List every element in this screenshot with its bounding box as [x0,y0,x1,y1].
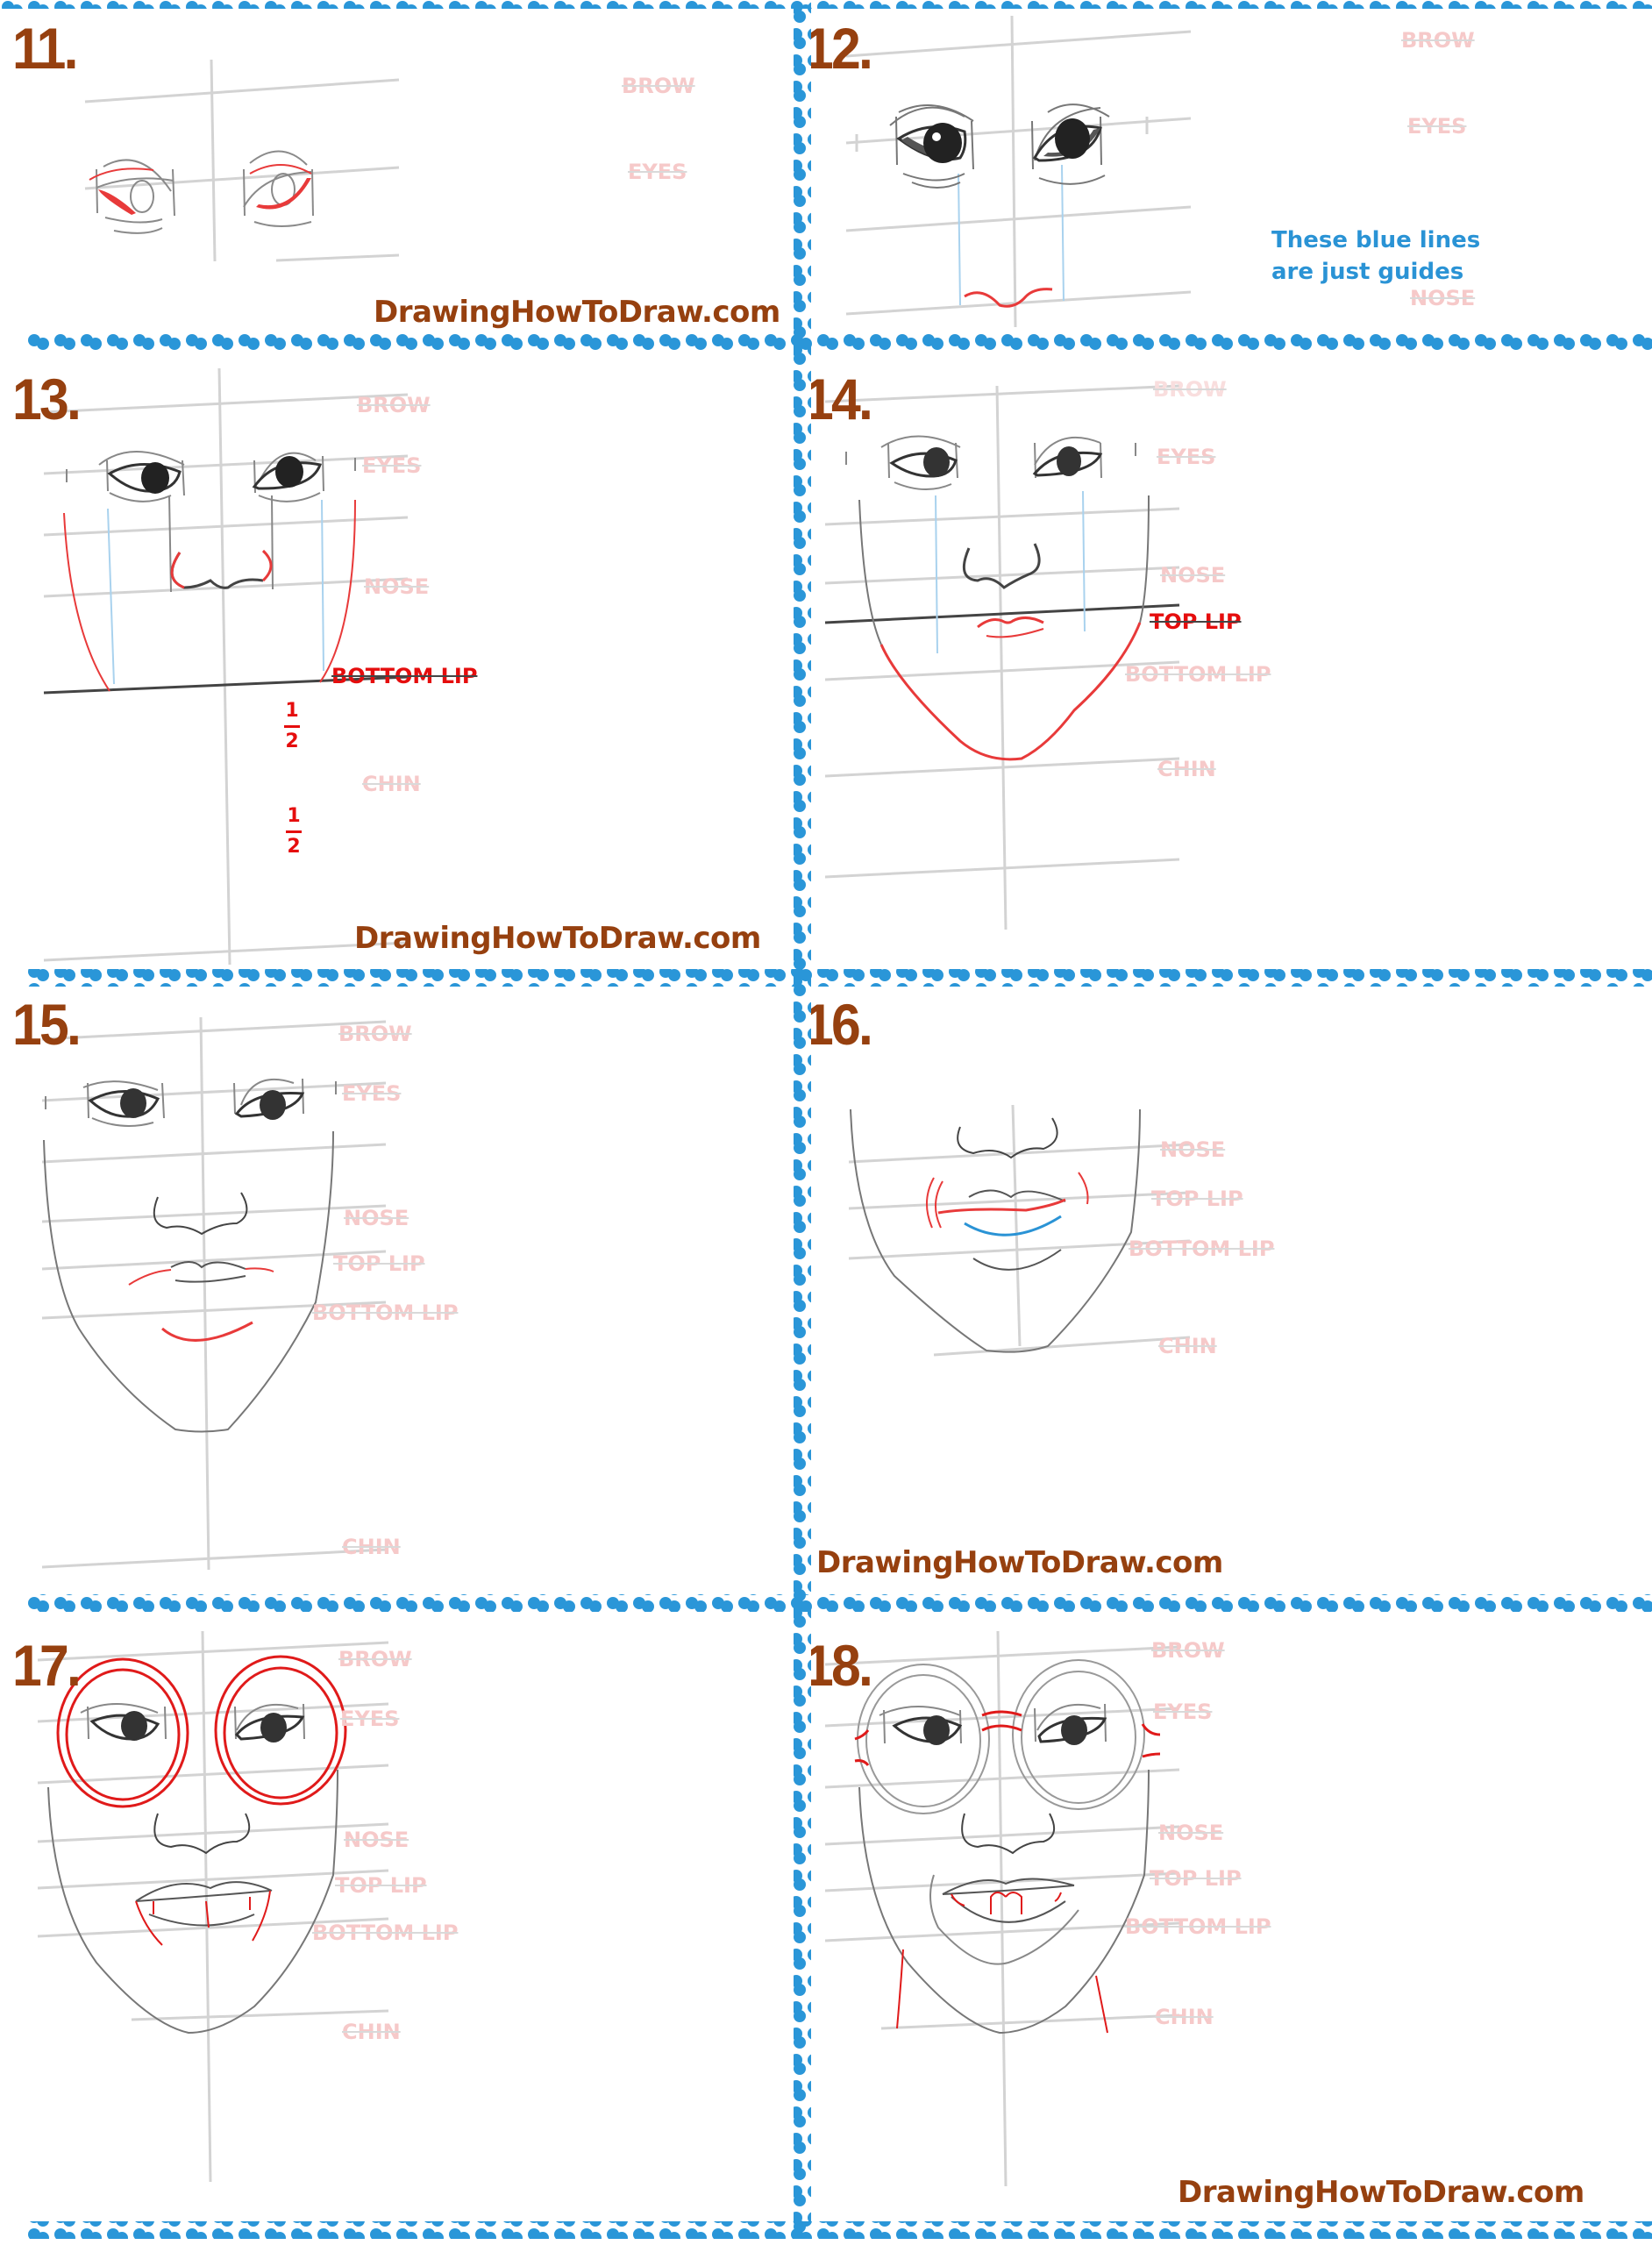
blue-lines-note-line1: These blue lines [1271,227,1481,253]
guide-label-chin: CHIN [1157,757,1216,781]
guide-label-nose: NOSE [1160,563,1226,588]
panel-step-16: 16. NOSE TOP LIP BOTTOM LIP CHIN Drawing… [811,987,1652,1594]
border-row2 [26,969,1652,987]
guide-label-eyes: EYES [628,160,687,184]
fraction-denominator: 2 [287,836,301,858]
step-number: 16. [811,992,873,1057]
blue-lines-note: These blue lines are just guides [1271,224,1480,288]
step-12-drawing [845,15,1192,328]
guide-label-eyes: EYES [1153,1700,1213,1724]
panel-step-12: 12. BROW EYES NOSE These blue lines are … [811,7,1652,333]
fraction-bar [284,725,300,728]
guide-label-eyes: EYES [342,1081,402,1106]
guide-label-chin: CHIN [1155,2005,1214,2029]
step-13-drawing [43,367,409,966]
panel-step-15: 15. BROW EYES NOSE TOP LIP BOTTOM LIP CH… [0,987,794,1594]
border-row1 [26,333,1652,351]
step-16-drawing [848,1104,1191,1357]
guide-label-eyes: EYES [1407,114,1467,139]
guide-label-top-lip: TOP LIP [335,1873,427,1898]
guide-label-nose: NOSE [364,574,430,599]
step-15-drawing [41,1016,387,1571]
watermark: DrawingHowToDraw.com [354,921,761,956]
panel-step-18: 18. BROW EYES NOSE TOP LIP BOTTOM LIP CH… [811,1612,1652,2221]
guide-label-bottom-lip: BOTTOM LIP [312,1921,459,1945]
guide-label-eyes: EYES [1157,445,1216,469]
watermark: DrawingHowToDraw.com [1178,2175,1584,2210]
blue-lines-note-line2: are just guides [1271,259,1464,285]
guide-label-brow: BROW [338,1647,412,1671]
watermark: DrawingHowToDraw.com [816,1545,1223,1580]
guide-label-chin: CHIN [362,772,421,796]
guide-label-top-lip: TOP LIP [1150,1866,1242,1891]
guide-label-nose: NOSE [1410,286,1476,310]
highlight-label-bottom-lip: BOTTOM LIP [331,664,478,688]
step-number: 15. [12,992,82,1057]
step-number: 14. [811,367,873,431]
panel-step-13: 13. BROW EYES NOSE CHIN BOTTOM LIP 1 2 1… [0,351,794,969]
border-bottom [26,2221,1652,2239]
step-number: 13. [12,367,82,431]
step-number: 11. [12,16,79,81]
fraction-numerator: 1 [285,700,299,722]
border-center-vertical [794,0,811,2239]
guide-label-chin: CHIN [1158,1334,1217,1358]
step-18-drawing [824,1630,1180,2187]
fraction-lower-half: 1 2 [281,807,307,857]
guide-label-brow: BROW [1153,377,1227,402]
guide-label-brow: BROW [622,74,695,98]
watermark: DrawingHowToDraw.com [374,295,780,330]
guide-label-eyes: EYES [340,1707,400,1731]
panel-step-11: 11. BROW EYES DrawingHowToDraw.com [0,7,794,333]
guide-label-top-lip: TOP LIP [1151,1187,1243,1211]
guide-label-brow: BROW [357,393,431,417]
guide-label-bottom-lip: BOTTOM LIP [1125,1914,1271,1939]
fraction-upper-half: 1 2 [279,702,305,752]
fraction-bar [286,830,302,833]
guide-label-nose: NOSE [344,1828,409,1852]
guide-label-eyes: EYES [362,453,422,478]
step-number: 17. [12,1633,82,1698]
guide-label-bottom-lip: BOTTOM LIP [1129,1237,1275,1261]
fraction-numerator: 1 [287,805,301,827]
panel-step-17: 17. BROW EYES NOSE TOP LIP BOTTOM LIP CH… [0,1612,794,2221]
fraction-denominator: 2 [285,731,299,752]
guide-label-nose: NOSE [344,1206,409,1230]
guide-label-brow: BROW [338,1022,412,1046]
step-number: 12. [811,16,873,81]
guide-label-top-lip: TOP LIP [333,1251,425,1276]
border-row3 [26,1594,1652,1612]
guide-label-chin: CHIN [342,1535,401,1559]
guide-label-brow: BROW [1401,28,1475,53]
highlight-label-top-lip: TOP LIP [1150,609,1242,634]
guide-label-nose: NOSE [1160,1137,1226,1162]
panel-step-14: 14. BROW EYES NOSE TOP LIP BOTTOM LIP CH… [811,351,1652,969]
step-14-drawing [824,384,1180,930]
guide-label-brow: BROW [1151,1638,1225,1663]
step-11-drawing [84,59,400,262]
guide-label-bottom-lip: BOTTOM LIP [312,1301,459,1325]
guide-label-nose: NOSE [1158,1821,1224,1845]
guide-label-chin: CHIN [342,2020,401,2044]
step-17-drawing [37,1630,389,2183]
guide-label-bottom-lip: BOTTOM LIP [1125,662,1271,687]
step-number: 18. [811,1633,873,1698]
